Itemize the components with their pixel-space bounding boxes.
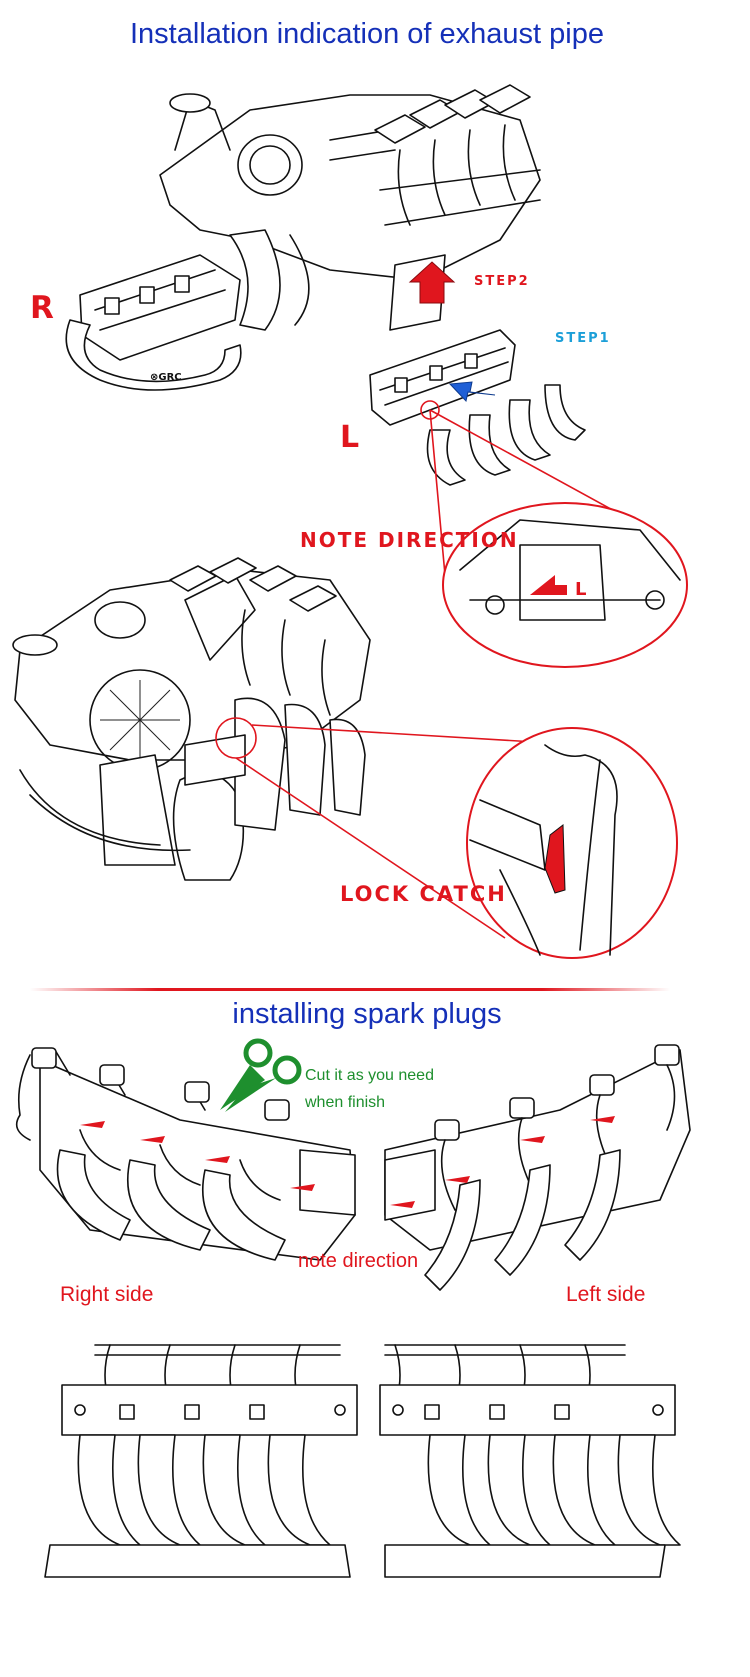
label-right-header: R — [30, 290, 56, 326]
right-exhaust-header-illustration: ⊗GRC — [65, 254, 242, 391]
arrow-left-icon — [448, 381, 496, 403]
right-side-front-view-illustration — [44, 1344, 358, 1578]
label-step1: STEP1 — [555, 331, 611, 346]
scissors-icon — [220, 1038, 302, 1112]
page-title: Installation indication of exhaust pipe — [130, 18, 604, 50]
engine-assembled-illustration — [12, 557, 371, 881]
label-lock-catch: LOCK CATCH — [340, 882, 507, 906]
label-step2: STEP2 — [474, 274, 530, 289]
label-left-header: L — [340, 420, 362, 455]
right-side-manifold-illustration — [15, 1047, 356, 1261]
label-note-direction: NOTE DIRECTION — [300, 528, 519, 552]
svg-text:L: L — [575, 579, 586, 600]
label-left-side: Left side — [566, 1283, 646, 1306]
svg-text:⊗GRC: ⊗GRC — [150, 372, 182, 383]
note-direction-callout: L — [442, 502, 688, 668]
label-right-side: Right side — [60, 1283, 154, 1306]
left-side-manifold-illustration — [384, 1044, 691, 1291]
section-divider — [30, 988, 670, 991]
left-exhaust-header-illustration — [369, 329, 586, 486]
left-side-front-view-illustration — [379, 1344, 681, 1578]
cut-note-line2: when finish — [305, 1094, 386, 1111]
label-spark-note-direction: note direction — [298, 1250, 419, 1272]
arrow-up-icon — [408, 261, 456, 304]
cut-note-line1: Cut it as you need — [305, 1067, 434, 1084]
spark-section-title: installing spark plugs — [232, 998, 502, 1030]
lock-catch-callout — [466, 727, 678, 959]
